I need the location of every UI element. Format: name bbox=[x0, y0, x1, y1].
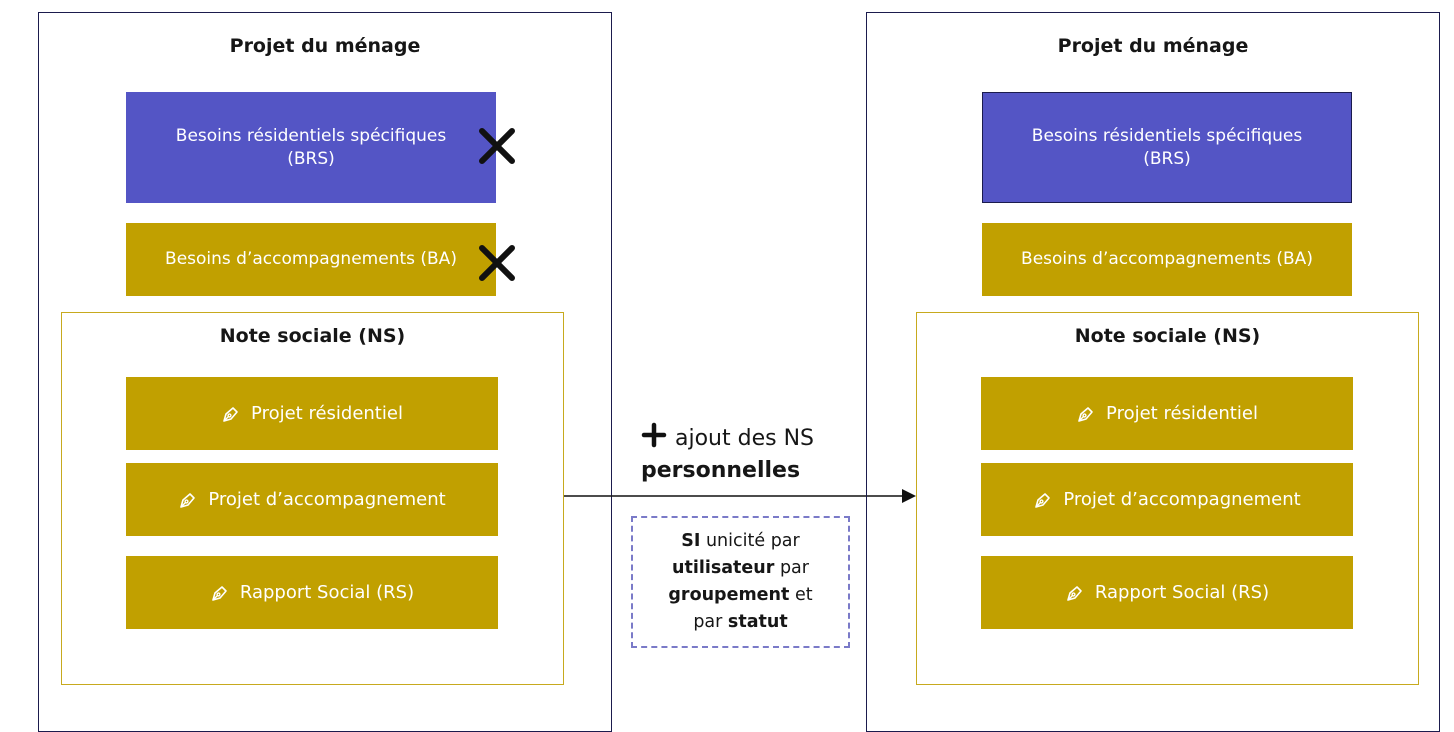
right-ns-item-projet-accompagnement: Projet d’accompagnement bbox=[981, 463, 1353, 536]
right-ns-item-label: Projet résidentiel bbox=[1106, 403, 1258, 424]
left-brs-line1: Besoins résidentiels spécifiques bbox=[175, 125, 447, 146]
left-ns-item-projet-residentiel: Projet résidentiel bbox=[126, 377, 498, 450]
right-brs-line1: Besoins résidentiels spécifiques bbox=[1031, 125, 1303, 146]
right-frame-title: Projet du ménage bbox=[1057, 35, 1249, 57]
left-household-project-frame: Projet du ménage Besoins résidentiels sp… bbox=[38, 12, 612, 732]
left-ba-label: Besoins d’accompagnements (BA) bbox=[165, 249, 457, 269]
pen-icon bbox=[180, 492, 196, 508]
left-ns-box: Note sociale (NS) Projet résidentiel Pro… bbox=[61, 312, 564, 685]
condition-text: par bbox=[693, 612, 728, 632]
left-ns-item-projet-accompagnement: Projet d’accompagnement bbox=[126, 463, 498, 536]
right-ns-title: Note sociale (NS) bbox=[1074, 325, 1261, 347]
left-ns-item-rapport-social: Rapport Social (RS) bbox=[126, 556, 498, 629]
right-ns-item-projet-residentiel: Projet résidentiel bbox=[981, 377, 1353, 450]
right-brs-block: Besoins résidentiels spécifiques (BRS) bbox=[982, 92, 1352, 203]
left-ns-item-label: Rapport Social (RS) bbox=[239, 582, 415, 603]
pen-icon bbox=[1067, 585, 1082, 601]
cross-icon bbox=[479, 128, 515, 164]
left-frame-title: Projet du ménage bbox=[229, 35, 421, 57]
left-ns-item-label: Projet résidentiel bbox=[251, 403, 403, 424]
pen-icon bbox=[223, 406, 238, 422]
right-ba-label: Besoins d’accompagnements (BA) bbox=[1021, 249, 1313, 269]
cross-icon bbox=[479, 245, 515, 281]
right-ns-box: Note sociale (NS) Projet résidentiel Pro… bbox=[916, 312, 1419, 685]
add-personal-ns-label: ajout des NS personnelles bbox=[641, 422, 814, 487]
condition-statut: statut bbox=[727, 612, 788, 632]
pen-icon bbox=[1035, 492, 1051, 508]
add-label-line1: ajout des NS bbox=[675, 426, 814, 451]
uniqueness-condition-box: SI unicité par utilisateur par groupemen… bbox=[631, 516, 850, 648]
left-brs-line2: (BRS) bbox=[287, 148, 335, 169]
left-ns-title: Note sociale (NS) bbox=[219, 325, 406, 347]
right-ns-item-rapport-social: Rapport Social (RS) bbox=[981, 556, 1353, 629]
condition-text: unicité par bbox=[700, 531, 800, 551]
left-brs-block: Besoins résidentiels spécifiques (BRS) bbox=[126, 92, 496, 203]
condition-groupement: groupement bbox=[668, 585, 790, 605]
condition-si: SI bbox=[681, 531, 701, 551]
right-ns-item-label: Projet d’accompagnement bbox=[1063, 489, 1301, 510]
pen-icon bbox=[1078, 406, 1093, 422]
right-ns-item-label: Rapport Social (RS) bbox=[1094, 582, 1270, 603]
condition-utilisateur: utilisateur bbox=[672, 558, 775, 578]
condition-text: par bbox=[774, 558, 809, 578]
left-ba-block: Besoins d’accompagnements (BA) bbox=[126, 223, 496, 296]
transition-arrow bbox=[564, 489, 916, 503]
plus-icon bbox=[641, 422, 667, 448]
pen-icon bbox=[212, 585, 227, 601]
left-ns-item-label: Projet d’accompagnement bbox=[208, 489, 446, 510]
condition-text: et bbox=[789, 585, 813, 605]
right-household-project-frame: Projet du ménage Besoins résidentiels sp… bbox=[866, 12, 1440, 732]
right-ba-block: Besoins d’accompagnements (BA) bbox=[982, 223, 1352, 296]
add-label-line2: personnelles bbox=[641, 458, 801, 483]
right-brs-line2: (BRS) bbox=[1143, 148, 1191, 169]
